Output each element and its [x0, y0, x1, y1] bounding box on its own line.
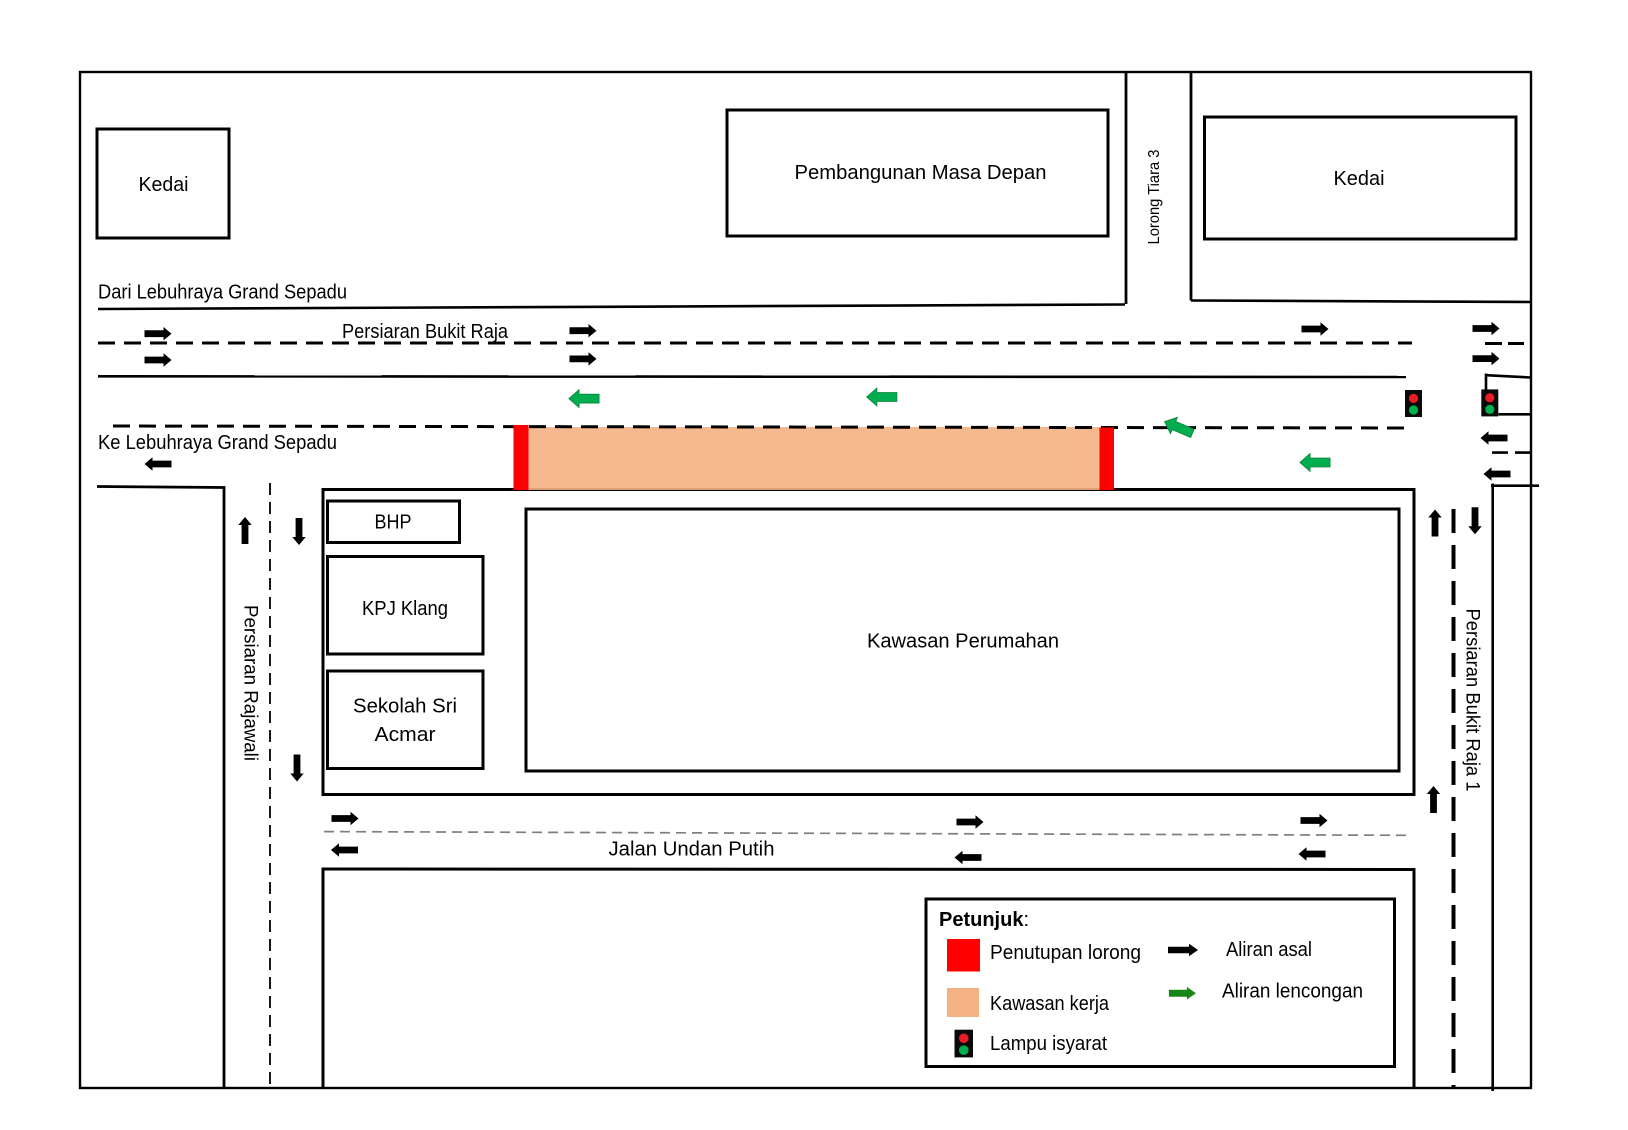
svg-text:Ke Lebuhraya Grand Sepadu: Ke Lebuhraya Grand Sepadu — [98, 432, 337, 454]
svg-text:Dari Lebuhraya Grand Sepadu: Dari Lebuhraya Grand Sepadu — [98, 282, 347, 304]
svg-text:Persiaran Rajawali: Persiaran Rajawali — [240, 605, 261, 761]
svg-text:Petunjuk:: Petunjuk: — [939, 909, 1029, 931]
svg-text:KPJ Klang: KPJ Klang — [362, 598, 448, 620]
svg-text:Persiaran Bukit Raja 1: Persiaran Bukit Raja 1 — [1462, 609, 1483, 792]
svg-text:Sekolah Sri: Sekolah Sri — [353, 696, 457, 718]
svg-text:Kawasan kerja: Kawasan kerja — [990, 993, 1110, 1015]
svg-text:BHP: BHP — [375, 512, 412, 534]
svg-text:Penutupan lorong: Penutupan lorong — [990, 942, 1141, 964]
svg-text:Acmar: Acmar — [375, 724, 436, 746]
svg-text:Kedai: Kedai — [139, 174, 189, 196]
svg-text:Kawasan Perumahan: Kawasan Perumahan — [867, 631, 1059, 653]
svg-text:Pembangunan Masa Depan: Pembangunan Masa Depan — [795, 162, 1047, 184]
svg-text:Kedai: Kedai — [1334, 168, 1385, 190]
svg-text:Persiaran Bukit Raja: Persiaran Bukit Raja — [342, 321, 509, 343]
svg-text:Aliran asal: Aliran asal — [1226, 939, 1312, 961]
svg-text:Lorong Tiara 3: Lorong Tiara 3 — [1146, 149, 1163, 244]
svg-text:Aliran lencongan: Aliran lencongan — [1222, 981, 1363, 1003]
svg-text:Jalan Undan Putih: Jalan Undan Putih — [609, 839, 775, 861]
svg-text:Lampu isyarat: Lampu isyarat — [990, 1033, 1107, 1055]
